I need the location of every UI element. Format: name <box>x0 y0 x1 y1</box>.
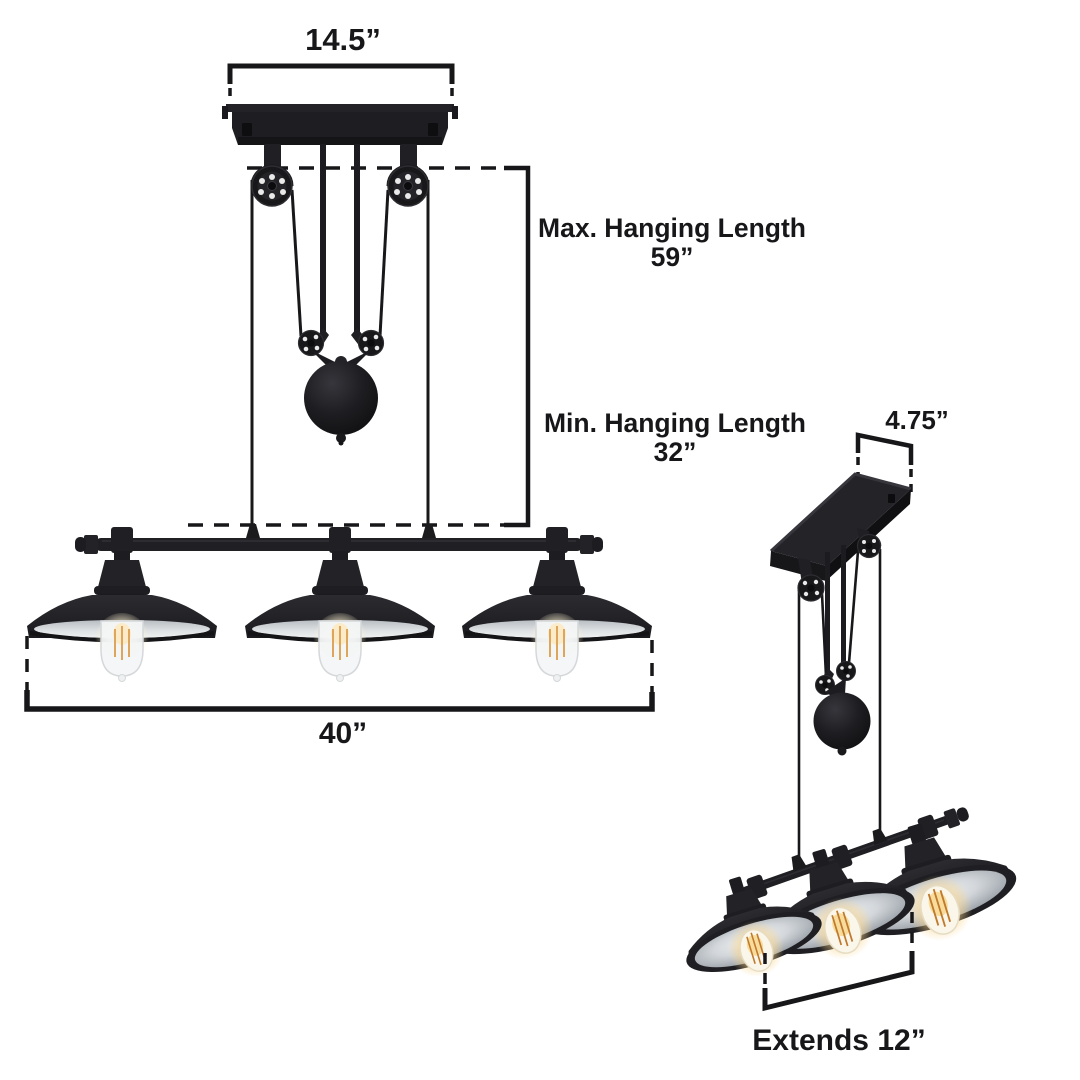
pulley-cable <box>290 189 303 337</box>
fixture-width-label: 40” <box>319 717 367 750</box>
small-pulley-right <box>357 329 385 357</box>
pulley-assembly-perspective <box>797 528 882 866</box>
pulley-wheel <box>797 574 825 602</box>
canopy-depth-label: 4.75” <box>885 405 949 435</box>
small-pulley-left <box>297 329 325 357</box>
canopy-screw <box>428 123 438 136</box>
counterweight-ball <box>813 692 871 750</box>
ball-finial <box>837 746 847 756</box>
dimension-canopy-width: 14.5” <box>227 22 455 101</box>
ceiling-canopy-perspective <box>769 472 912 581</box>
dimension-canopy-depth: 4.75” <box>855 405 949 494</box>
ceiling-canopy-front <box>222 104 458 145</box>
counterweight-assembly-perspective <box>813 660 871 756</box>
ball-finial <box>336 433 346 443</box>
counterweight-assembly-front <box>297 328 385 446</box>
min-hanging-length-label: Min. Hanging Length <box>544 408 806 438</box>
front-view: 14.5” Max. Hanging Length 59” Min. Hangi… <box>24 22 806 750</box>
canopy-screw <box>242 123 252 136</box>
dimension-extends: Extends 12” <box>752 912 926 1057</box>
pulley-wheel-right <box>387 165 429 207</box>
dimension-fixture-width: 40” <box>24 636 655 750</box>
dimension-hanging-length: Max. Hanging Length 59” Min. Hanging Len… <box>188 165 806 528</box>
pulley-wheel <box>856 533 882 559</box>
stem-rod <box>354 144 360 334</box>
small-pulley <box>836 661 856 681</box>
pulley-wheel-left <box>251 165 293 207</box>
pulley-assembly-front <box>250 144 430 540</box>
min-hanging-length-value: 32” <box>654 437 697 467</box>
stem-rod <box>320 144 326 334</box>
max-hanging-length-value: 59” <box>651 242 694 272</box>
extends-label: Extends 12” <box>752 1024 925 1057</box>
counterweight-ball <box>304 361 378 435</box>
perspective-view: 4.75” <box>666 405 1029 1057</box>
max-hanging-length-label: Max. Hanging Length <box>538 213 806 243</box>
canopy-width-label: 14.5” <box>305 22 381 57</box>
pulley-cable <box>378 189 390 337</box>
